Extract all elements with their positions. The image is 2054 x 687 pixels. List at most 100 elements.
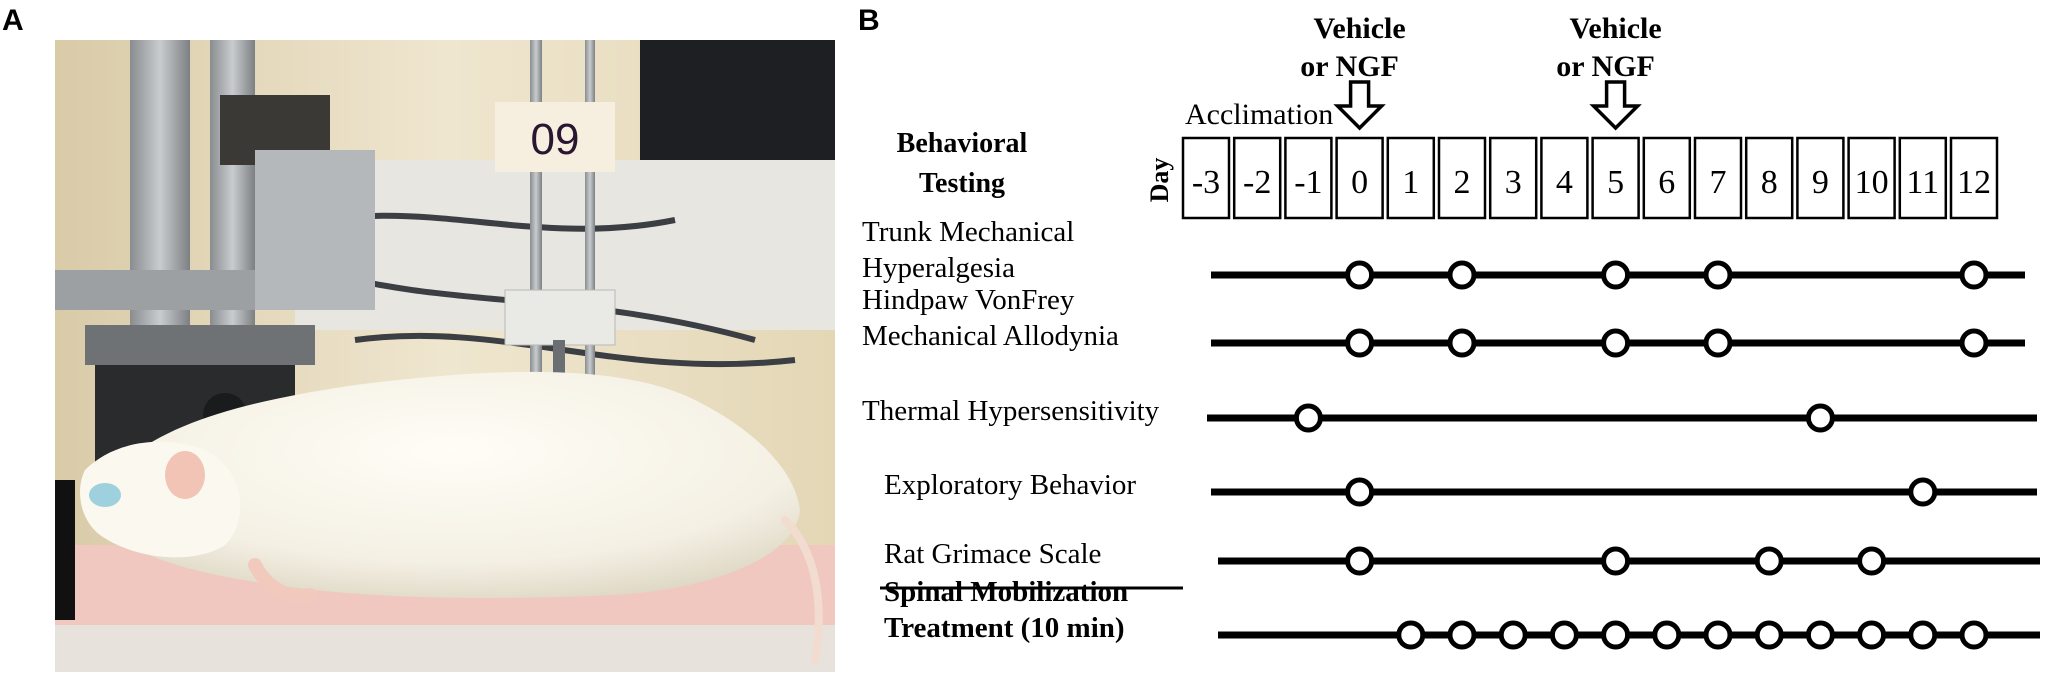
- treatment-label-line2: or NGF: [1300, 50, 1399, 83]
- photo-table-edge: [55, 625, 835, 672]
- row-label: Exploratory Behavior: [884, 469, 1136, 501]
- day-box: [1796, 136, 1845, 220]
- treatment-label-line1: Vehicle: [1569, 12, 1661, 45]
- day-box: [1949, 136, 1999, 220]
- assessment-marker: [1345, 260, 1375, 290]
- day-label: 2: [1454, 164, 1471, 201]
- day-axis-label: Day: [1145, 158, 1174, 203]
- photo-camera-mount: [255, 150, 375, 310]
- assessment-marker: [1959, 260, 1989, 290]
- day-box: [1540, 136, 1589, 220]
- day-label: 0: [1351, 164, 1368, 201]
- day-label: 1: [1402, 164, 1419, 201]
- assessment-marker: [1549, 620, 1579, 650]
- photo-probe-block: [504, 289, 616, 346]
- day-label: 7: [1710, 164, 1727, 201]
- day-box: [1847, 136, 1896, 220]
- assessment-marker: [1857, 546, 1887, 576]
- assessment-marker: [1959, 328, 1989, 358]
- day-label: 10: [1855, 164, 1889, 201]
- acclimation-label: Acclimation: [1185, 98, 1333, 131]
- panel-label-a: A: [2, 4, 24, 37]
- assessment-marker: [1447, 260, 1477, 290]
- day-label: 8: [1761, 164, 1778, 201]
- row-label: Hindpaw VonFrey: [862, 284, 1075, 316]
- day-box: [1898, 136, 1948, 220]
- assessment-marker: [1703, 260, 1733, 290]
- assessment-marker: [1857, 620, 1887, 650]
- day-label: -2: [1243, 164, 1271, 201]
- assessment-marker: [1959, 620, 1989, 650]
- assessment-row: Thermal Hypersensitivity: [862, 395, 2037, 433]
- treatment-label-line2: or NGF: [1556, 50, 1655, 83]
- day-box: [1744, 136, 1794, 220]
- assessment-row: Rat Grimace Scale: [884, 538, 2040, 576]
- photo-actuator-top: [85, 325, 315, 365]
- day-label: -1: [1294, 164, 1322, 201]
- assessment-marker: [1805, 403, 1835, 433]
- assessment-marker: [1293, 403, 1323, 433]
- assessment-marker: [1345, 546, 1375, 576]
- day-box: [1335, 136, 1384, 220]
- photo-rat-snout: [89, 483, 121, 507]
- day-box: [1437, 136, 1487, 220]
- photo-rat-ear: [165, 451, 205, 499]
- day-box: [1181, 136, 1231, 220]
- day-box: [1591, 136, 1640, 220]
- behavioral-testing-line2: Testing: [919, 168, 1005, 199]
- assessment-marker: [1601, 328, 1631, 358]
- day-label: 12: [1957, 164, 1991, 201]
- assessment-marker: [1447, 328, 1477, 358]
- assessment-marker: [1908, 620, 1938, 650]
- assessment-marker: [1754, 546, 1784, 576]
- treatment-label-line1: Vehicle: [1313, 12, 1405, 45]
- panel-label-b: B: [858, 4, 880, 37]
- day-box: [1386, 136, 1436, 220]
- row-label: Trunk Mechanical: [862, 216, 1074, 248]
- row-label: Hyperalgesia: [862, 252, 1015, 284]
- assessment-marker: [1652, 620, 1682, 650]
- row-label: Treatment (10 min): [884, 612, 1125, 644]
- photo-probe-rod-right: [585, 40, 595, 440]
- assessment-marker: [1396, 620, 1426, 650]
- row-label: Thermal Hypersensitivity: [862, 395, 1160, 427]
- row-label: Rat Grimace Scale: [884, 538, 1101, 570]
- assessment-marker: [1345, 328, 1375, 358]
- assessment-marker: [1754, 620, 1784, 650]
- photo-rat-body: [105, 371, 800, 598]
- rat-photograph: 09: [55, 40, 835, 672]
- row-label: Spinal Mobilization: [884, 576, 1128, 608]
- day-label: 5: [1607, 164, 1624, 201]
- assessment-marker: [1703, 620, 1733, 650]
- photo-rat-tail: [781, 516, 823, 664]
- day-box: [1232, 136, 1282, 220]
- assessment-marker: [1498, 620, 1528, 650]
- assessment-marker: [1601, 546, 1631, 576]
- day-box: [1488, 136, 1538, 220]
- assessment-marker: [1703, 328, 1733, 358]
- assessment-marker: [1601, 260, 1631, 290]
- photo-frame-pole: [130, 40, 190, 370]
- assessment-marker: [1805, 620, 1835, 650]
- assessment-marker: [1908, 477, 1938, 507]
- assessment-marker: [1345, 477, 1375, 507]
- row-label: Mechanical Allodynia: [862, 320, 1119, 352]
- photo-label-tag: [495, 102, 615, 172]
- treatment-arrow: [1589, 80, 1642, 131]
- assessment-marker: [1447, 620, 1477, 650]
- assessment-row: Exploratory Behavior: [884, 469, 2037, 507]
- behavioral-testing-line1: Behavioral: [897, 128, 1028, 159]
- day-label: 3: [1505, 164, 1522, 201]
- day-label: 6: [1658, 164, 1675, 201]
- day-box: [1642, 136, 1692, 220]
- assessment-marker: [1601, 620, 1631, 650]
- day-label: -3: [1192, 164, 1220, 201]
- photo-rat-paw: [248, 558, 317, 603]
- treatment-arrow: [1333, 80, 1386, 131]
- photo-label-tag-text: 09: [531, 115, 580, 164]
